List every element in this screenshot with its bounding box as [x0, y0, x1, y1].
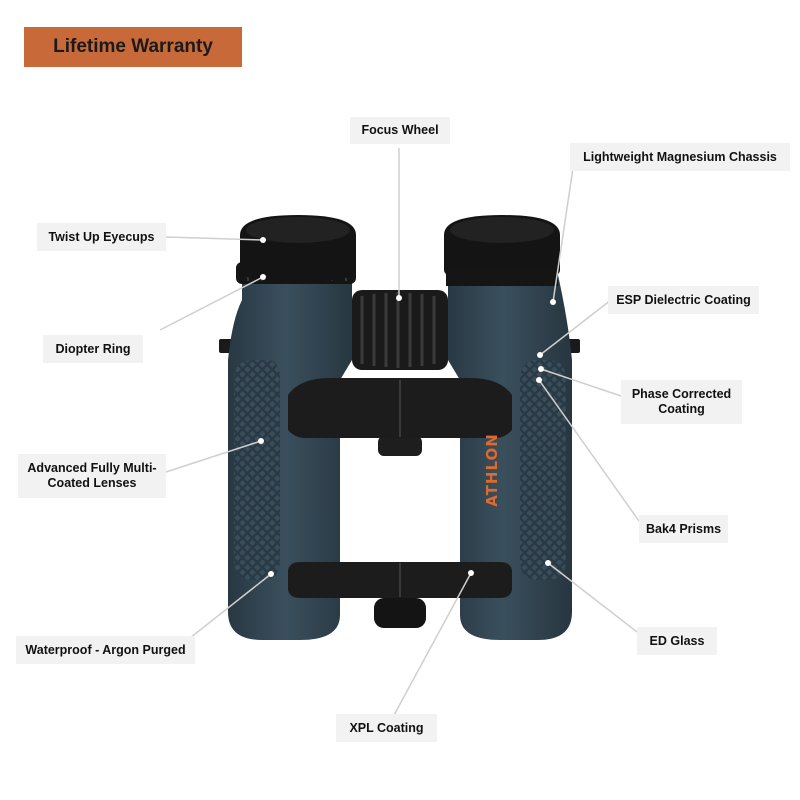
label-multicoated-lenses: Advanced Fully Multi-Coated Lenses	[18, 454, 166, 498]
label-twist-eyecups: Twist Up Eyecups	[37, 223, 166, 251]
label-waterproof: Waterproof - Argon Purged	[16, 636, 195, 664]
focus-wheel	[352, 290, 448, 370]
label-esp-coating: ESP Dielectric Coating	[608, 286, 759, 314]
leader-lines	[159, 148, 640, 718]
label-ed-glass: ED Glass	[637, 627, 717, 655]
label-bak4-prisms: Bak4 Prisms	[639, 515, 728, 543]
right-grip-texture	[520, 360, 566, 580]
label-xpl-coating: XPL Coating	[336, 714, 437, 742]
hinge-top	[378, 436, 422, 456]
callout-dots	[258, 237, 556, 577]
lifetime-warranty-badge: Lifetime Warranty	[24, 27, 242, 67]
left-grip-texture	[234, 360, 280, 580]
hinge-bottom	[374, 598, 426, 628]
brand-logo: ATHLON	[483, 433, 501, 507]
label-magnesium-chassis: Lightweight Magnesium Chassis	[570, 143, 790, 171]
label-focus-wheel: Focus Wheel	[350, 117, 450, 144]
label-diopter-ring: Diopter Ring	[43, 335, 143, 363]
label-phase-coating: Phase Corrected Coating	[621, 380, 742, 424]
